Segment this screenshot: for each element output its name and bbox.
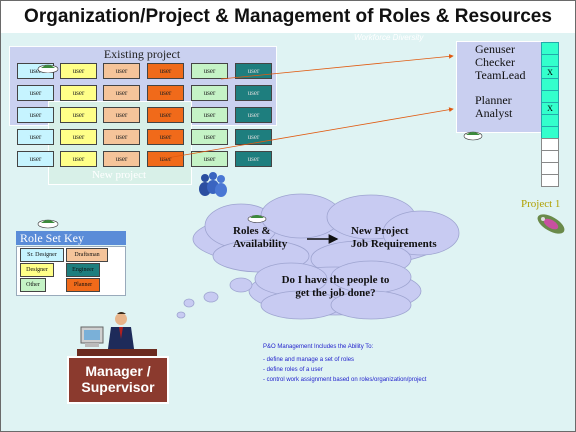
question-text: Do I have the people to get the job done… [263, 274, 408, 300]
workforce-cell: X [541, 66, 559, 79]
cloud-roles-line: Roles & [233, 225, 271, 237]
page-title: Organization/Project & Management of Rol… [1, 1, 575, 33]
thought-bubbles [176, 277, 253, 319]
key-other: Other [20, 278, 46, 292]
user-cell: user [235, 129, 272, 145]
question-line: get the job done? [295, 287, 376, 299]
satellite-icon [537, 214, 565, 234]
handshake-icon [247, 215, 267, 223]
cloud-new-line: New Project [351, 225, 409, 237]
workforce-cell [541, 174, 559, 187]
handshake-icon [37, 64, 59, 73]
new-project-label: New project [91, 169, 147, 181]
user-cell: user [17, 107, 54, 123]
project-label: Project 1 [521, 198, 561, 210]
existing-project-label: Existing project [103, 47, 181, 61]
question-line: Do I have the people to [281, 274, 390, 286]
user-cell: user [235, 107, 272, 123]
role-item: TeamLead [475, 68, 526, 82]
roles-list: Genuser Checker TeamLead Planner Analyst [475, 43, 525, 120]
role-item: Analyst [475, 106, 513, 120]
user-cell: user [147, 85, 184, 101]
role-item: Planner [475, 93, 512, 107]
notes-heading: P&O Management Includes the Ability To: [263, 344, 374, 350]
handshake-icon [37, 219, 59, 229]
manager-line: Manager / [85, 363, 151, 379]
user-cell: user [191, 85, 228, 101]
notes-bullet: - define and manage a set of roles [263, 357, 355, 363]
cloud-roles-line: Availability [233, 238, 288, 250]
user-cell: user [191, 107, 228, 123]
question-cloud [248, 260, 422, 320]
user-cell: user [191, 151, 228, 167]
user-cell: user [17, 151, 54, 167]
key-designer: Designer [20, 263, 54, 277]
user-cell: user [17, 129, 54, 145]
manager-box [67, 356, 169, 404]
user-cell: user [191, 63, 228, 79]
cloud-new-line: Job Requirements [351, 238, 437, 250]
user-cell: user [103, 85, 140, 101]
manager-label: Manager / Supervisor [67, 363, 169, 395]
user-cell: user [17, 85, 54, 101]
key-sr-designer: Sr. Designer [20, 248, 64, 262]
user-cell: user [191, 129, 228, 145]
key-draftsman: Draftsman [66, 248, 108, 262]
user-cell: user [103, 129, 140, 145]
notes-bullet: - control work assignment based on roles… [263, 377, 427, 383]
user-cell: user [103, 107, 140, 123]
workforce-label: Workforce Diversity [354, 33, 424, 42]
arrow-existing-to-roles [220, 54, 454, 80]
user-cell: user [60, 63, 97, 79]
user-cell: user [235, 151, 272, 167]
key-planner: Planner [66, 278, 100, 292]
user-cell: user [103, 63, 140, 79]
people-group-icon [199, 172, 227, 197]
notes-bullet: - define roles of a user [263, 367, 323, 373]
user-cell: user [147, 151, 184, 167]
user-cell: user [147, 63, 184, 79]
role-set-key-title: Role Set Key [16, 231, 126, 245]
user-cell: user [235, 85, 272, 101]
role-item: Genuser [475, 42, 515, 56]
user-cell: user [147, 129, 184, 145]
user-cell: user [60, 107, 97, 123]
manager-line: Supervisor [81, 379, 155, 395]
notes: P&O Management Includes the Ability To: … [263, 342, 426, 385]
user-cell: user [60, 129, 97, 145]
user-cell: user [60, 85, 97, 101]
role-item: Checker [475, 55, 515, 69]
arrow-new-to-roles [160, 107, 454, 160]
user-cell: user [60, 151, 97, 167]
cloud-roles-text: Roles & Availability [233, 225, 287, 251]
cloud-new-project-text: New Project Job Requirements [351, 225, 437, 251]
manager-at-computer-icon [77, 312, 157, 359]
key-engineer: Engineer [66, 263, 100, 277]
handshake-icon [463, 131, 483, 141]
user-cell: user [147, 107, 184, 123]
user-cell: user [103, 151, 140, 167]
